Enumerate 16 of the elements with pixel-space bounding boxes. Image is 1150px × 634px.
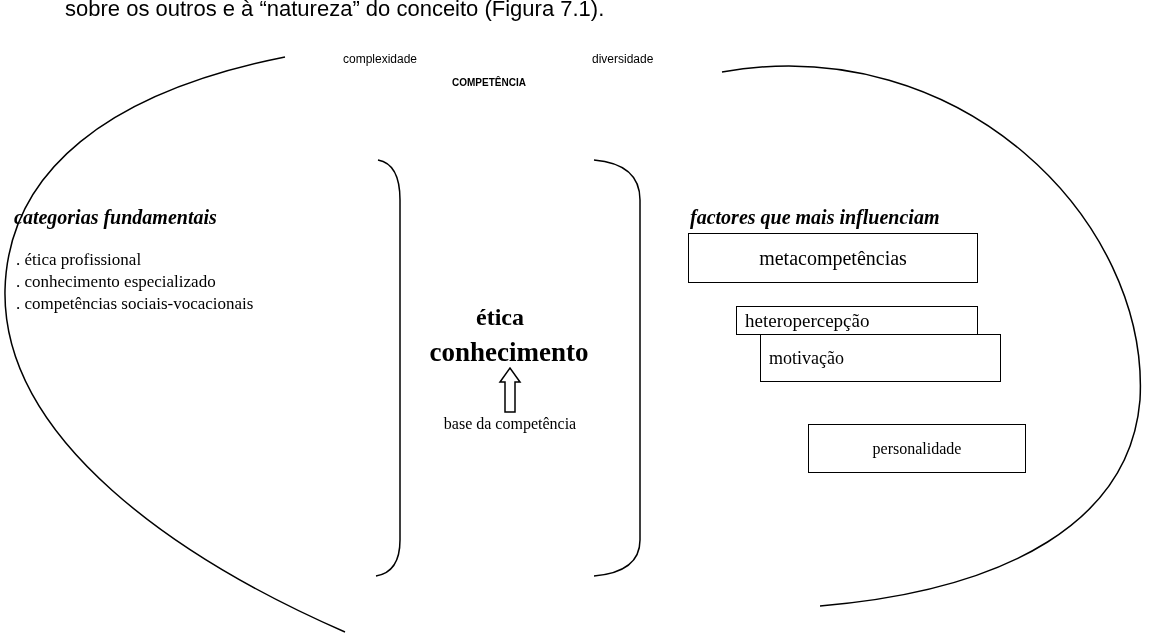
text-label: base da competência — [410, 412, 610, 436]
hollow-arrow — [498, 366, 522, 413]
heading-text: factores que mais influenciam — [690, 205, 940, 229]
factor-box: metacompetências — [688, 233, 978, 283]
text-label: ética — [455, 302, 545, 332]
text-label: diversidade — [592, 52, 654, 67]
text-label: COMPETÊNCIA — [452, 77, 526, 89]
factor-box: heteropercepção — [736, 306, 978, 335]
factor-box: personalidade — [808, 424, 1026, 473]
text-label: . ética profissional — [16, 250, 142, 271]
text-label: . competências sociais-vocacionais — [16, 294, 254, 315]
text-label: sobre os outros e à “natureza” do conceito (Figura 7.1). — [65, 0, 605, 23]
text-label: conhecimento — [400, 336, 618, 368]
text-label: complexidade — [343, 52, 418, 67]
text-label: . conhecimento especializado — [16, 272, 216, 293]
factor-box: motivação — [760, 334, 1001, 382]
